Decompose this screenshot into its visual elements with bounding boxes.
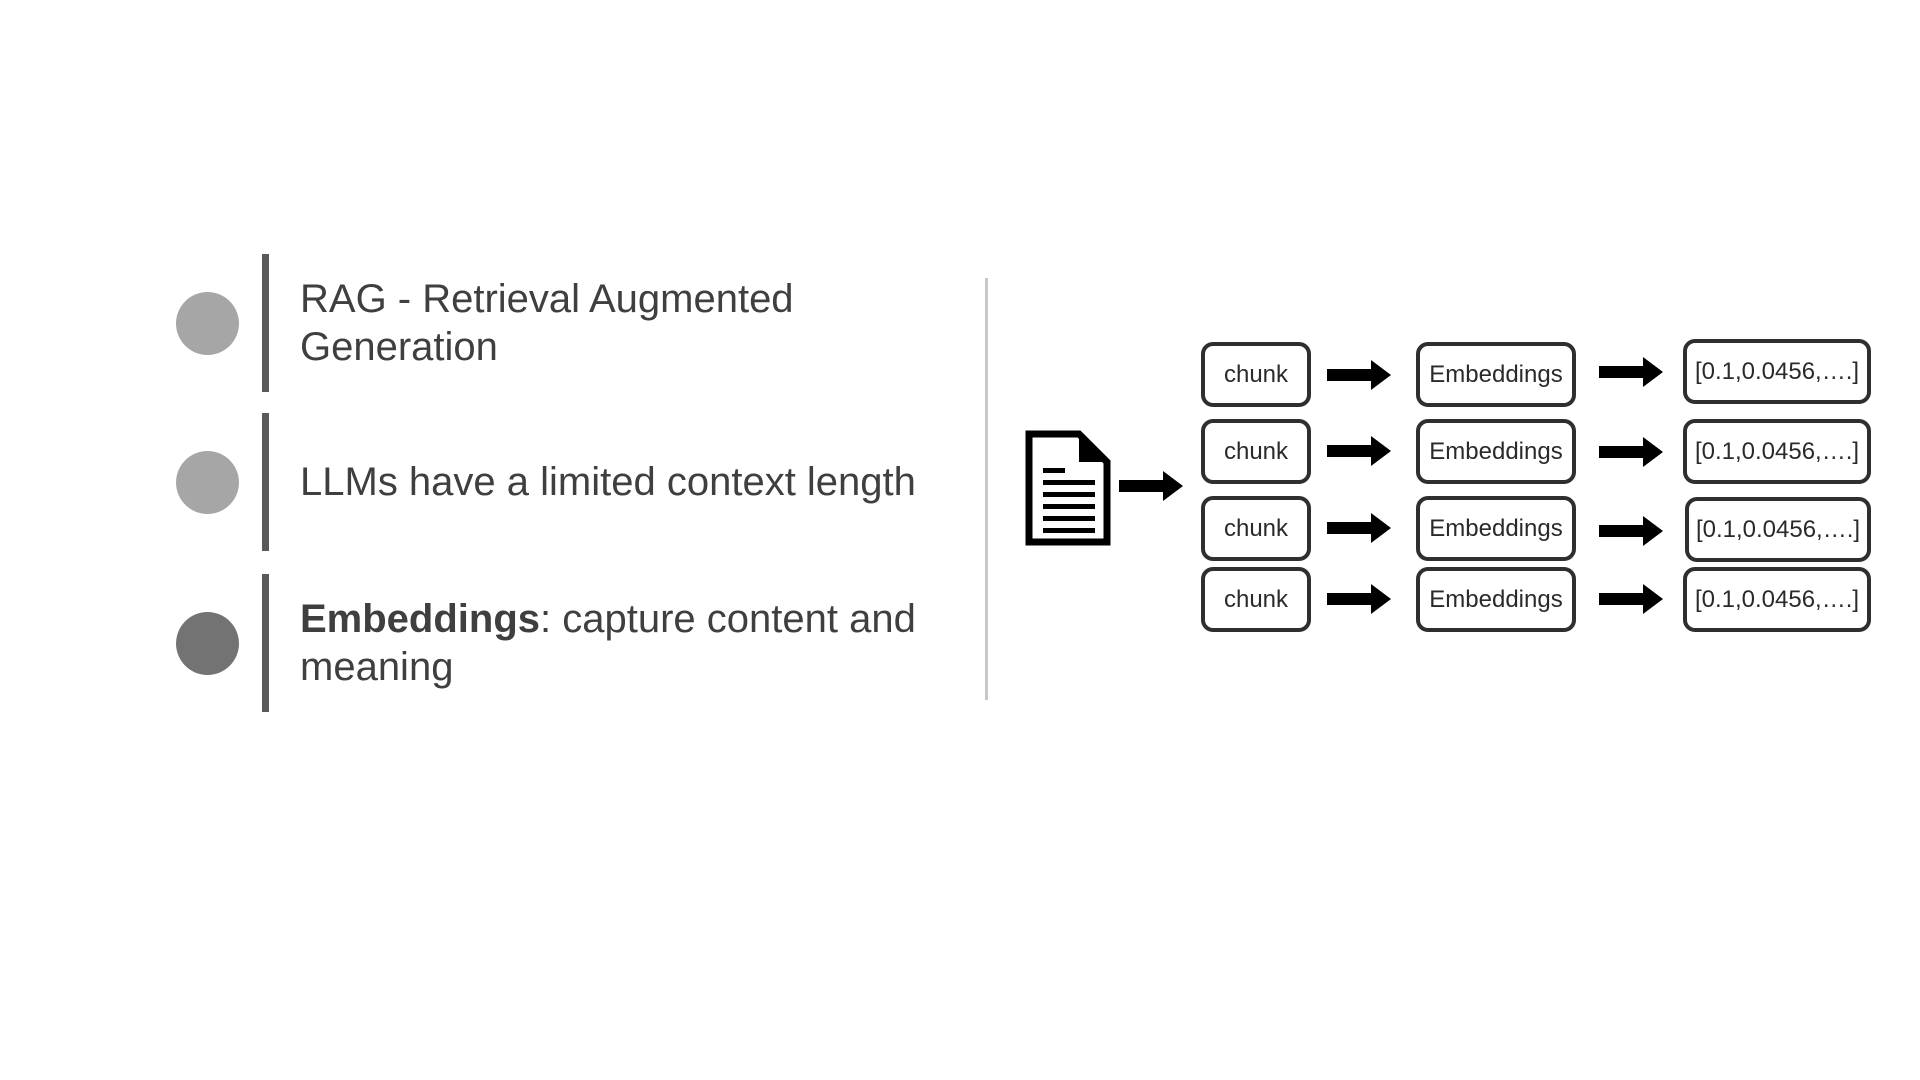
bullet-item-rag: RAG - Retrieval Augmented Generation (176, 254, 936, 392)
right-arrow-icon (1327, 513, 1391, 543)
vertical-divider (985, 278, 988, 700)
bullet-bar (262, 254, 269, 392)
bullet-text: Embeddings: capture content and meaning (300, 574, 940, 712)
vector-box: [0.1,0.0456,….] (1685, 497, 1871, 562)
bullet-label: RAG - Retrieval Augmented Generation (300, 277, 794, 369)
chunk-box: chunk (1201, 567, 1311, 632)
bullet-text: LLMs have a limited context length (300, 413, 940, 551)
bullet-text: RAG - Retrieval Augmented Generation (300, 254, 940, 392)
chunk-box: chunk (1201, 342, 1311, 407)
right-arrow-icon (1599, 584, 1663, 614)
right-arrow-icon (1327, 360, 1391, 390)
right-arrow-icon (1599, 516, 1663, 546)
document-icon (1025, 430, 1111, 546)
right-arrow-icon (1327, 584, 1391, 614)
right-arrow-icon (1119, 471, 1183, 501)
bullet-bold-term: Embeddings (300, 597, 541, 641)
bullet-label: : capture content and meaning (300, 597, 916, 689)
bullet-bar (262, 574, 269, 712)
bullet-label: LLMs have a limited context length (300, 460, 916, 504)
bullet-item-embeddings: Embeddings: capture content and meaning (176, 574, 936, 712)
chunk-box: chunk (1201, 419, 1311, 484)
chunk-box: chunk (1201, 496, 1311, 561)
embeddings-box: Embeddings (1416, 496, 1576, 561)
bullet-bar (262, 413, 269, 551)
bullet-dot (176, 451, 239, 514)
bullet-item-context-length: LLMs have a limited context length (176, 413, 936, 551)
right-arrow-icon (1599, 357, 1663, 387)
embeddings-box: Embeddings (1416, 419, 1576, 484)
right-arrow-icon (1327, 436, 1391, 466)
vector-box: [0.1,0.0456,….] (1683, 567, 1871, 632)
vector-box: [0.1,0.0456,….] (1683, 419, 1871, 484)
embeddings-box: Embeddings (1416, 567, 1576, 632)
vector-box: [0.1,0.0456,….] (1683, 339, 1871, 404)
right-arrow-icon (1599, 437, 1663, 467)
embeddings-box: Embeddings (1416, 342, 1576, 407)
bullet-dot (176, 292, 239, 355)
bullet-dot (176, 612, 239, 675)
